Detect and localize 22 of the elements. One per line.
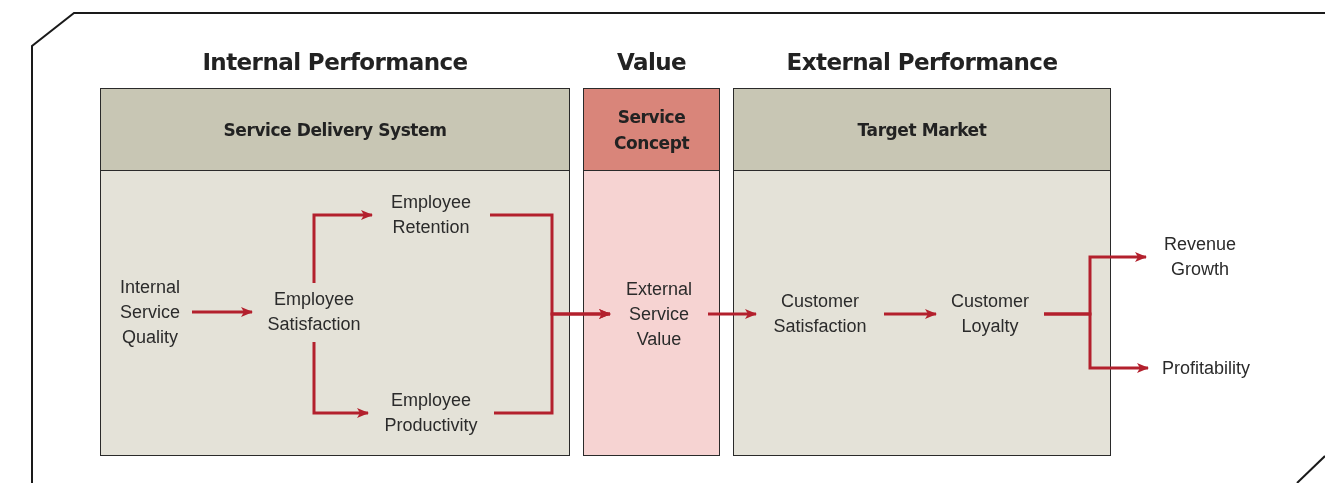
column-heading: External Performance xyxy=(785,48,1059,77)
node-label: Employee Retention xyxy=(374,189,488,241)
node-label: Internal Service Quality xyxy=(110,277,190,347)
arrow xyxy=(1044,312,1149,373)
arrow xyxy=(494,309,611,415)
node-label: External Service Value xyxy=(612,276,706,352)
column-heading: Value xyxy=(615,48,687,77)
column-heading: Internal Performance xyxy=(201,48,469,77)
arrow xyxy=(312,210,373,283)
node-label: Customer Loyalty xyxy=(938,288,1042,340)
node-label: Employee Productivity xyxy=(370,387,492,439)
arrow xyxy=(192,307,253,317)
header-band: Service Delivery System xyxy=(101,89,569,171)
header-band: Target Market xyxy=(734,89,1110,171)
node-label: Customer Satisfaction xyxy=(758,288,882,340)
arrow xyxy=(312,342,369,418)
arrow xyxy=(708,309,757,319)
node-label: Revenue Growth xyxy=(1148,231,1252,283)
node-label: Profitability xyxy=(1150,355,1262,381)
arrow xyxy=(884,309,937,319)
header-band: Service Concept xyxy=(584,89,719,171)
node-label: Employee Satisfaction xyxy=(254,286,374,338)
